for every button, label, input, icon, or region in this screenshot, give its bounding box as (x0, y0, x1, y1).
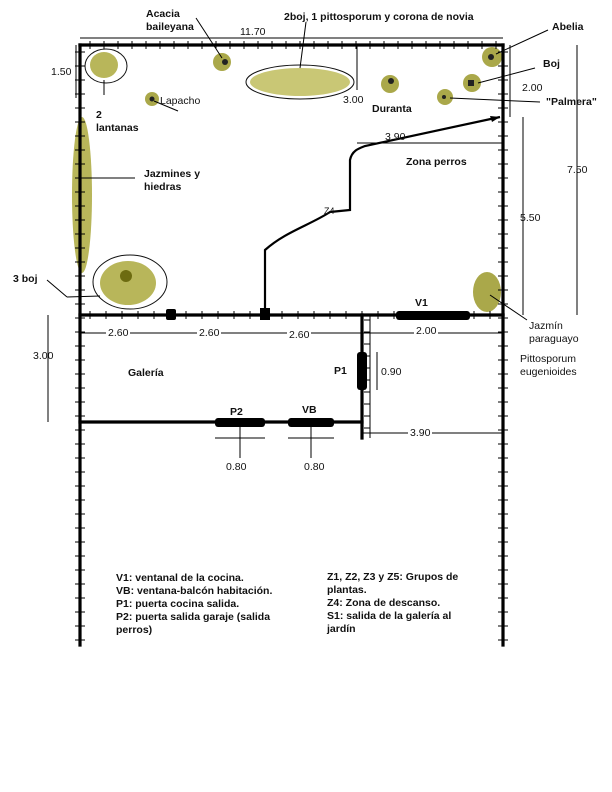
jazmines-label-line1: Jazmines y (144, 168, 201, 180)
p2-label: P2 (230, 406, 243, 418)
legend-line: P1: puerta cocina salida. (116, 598, 240, 610)
duranta-trunk (388, 78, 394, 84)
pittosporum-eug-line1: Pittosporum (520, 353, 577, 365)
legend-line: jardín (327, 623, 356, 635)
boj-label: Boj (543, 58, 560, 70)
lapacho-trunk (149, 96, 155, 102)
duranta-foliage (381, 75, 399, 93)
jazmines-label-line2: hiedras (144, 181, 182, 193)
abelia-label: Abelia (552, 21, 584, 33)
acacia-label-line2: baileyana (146, 21, 194, 33)
v1-window (396, 311, 470, 320)
leader-lapacho (153, 100, 179, 112)
dim-right-550-label: 5.50 (520, 212, 541, 224)
dim-seg3-label: 2.60 (287, 329, 312, 341)
acacia-label: Acacia baileyana (146, 8, 194, 34)
legend-zones: Z1, Z2, Z3 y Z5: Grupos de plantas. Z4: … (327, 571, 458, 636)
boj3-outline (92, 254, 168, 310)
leader-boj3-b (66, 295, 101, 298)
pittosporum-group-label: 2boj, 1 pittosporum y corona de novia (284, 11, 474, 23)
zona-perros-label: Zona perros (406, 156, 467, 168)
palmera-label: "Palmera" (546, 96, 597, 108)
dim-gallery-right-label: 3.90 (408, 427, 433, 439)
vb-label: VB (302, 404, 317, 416)
legend-line: S1: salida de la galería al (327, 610, 452, 622)
dim-seg1-label: 2.60 (106, 327, 131, 339)
dim-p1-label: 0.90 (381, 366, 402, 378)
dog-zone-fence (263, 115, 501, 315)
leader-boj3 (46, 279, 68, 298)
dim-right-750-label: 7.50 (567, 164, 588, 176)
dim-v1-label: 2.00 (414, 325, 439, 337)
jazmines-label: Jazmines y hiedras (144, 168, 200, 194)
legend-line: perros) (116, 624, 153, 636)
jazmin-paraguayo-foliage (473, 272, 501, 312)
gate-post (260, 308, 270, 320)
lantanas-label-line1: 2 (96, 109, 102, 121)
vb-window (288, 418, 334, 427)
v1-label: V1 (415, 297, 428, 309)
legend-line: Z4: Zona de descanso. (327, 597, 441, 609)
legend-line: P2: puerta salida garaje (salida (116, 611, 271, 623)
lantanas-label: 2 lantanas (96, 109, 139, 135)
acacia-label-line1: Acacia (146, 8, 180, 20)
dim-seg2-label: 2.60 (197, 327, 222, 339)
leader-boj (477, 67, 536, 84)
pittosporum-group-foliage (250, 68, 350, 96)
lantanas-label-line2: lantanas (96, 122, 139, 134)
leader-jazmin-paraguayo (489, 294, 528, 321)
jazmin-paraguayo-line1: Jazmín (529, 320, 563, 332)
dim-390-top-label: 3.90 (385, 131, 406, 143)
dim-vb-label: 0.80 (304, 461, 325, 473)
duranta-label: Duranta (372, 103, 412, 115)
acacia-trunk (222, 59, 228, 65)
dim-right-200-label: 2.00 (522, 82, 543, 94)
pittosporum-eug-label: Pittosporum eugenioides (520, 353, 577, 379)
jazmin-paraguayo-line2: paraguayo (529, 333, 579, 345)
leader-pittosporum (299, 21, 307, 69)
boj3-foliage (100, 261, 156, 305)
leader-acacia (195, 17, 223, 59)
jazmines-foliage (72, 117, 92, 273)
p2-door (215, 418, 265, 427)
legend-openings: V1: ventanal de la cocina. VB: ventana-b… (116, 572, 272, 637)
post-left (166, 309, 176, 320)
fence-end-arrow (490, 116, 500, 122)
dim-300-label: 3.00 (343, 94, 364, 106)
p1-label: P1 (334, 365, 347, 377)
legend-line: plantas. (327, 584, 367, 596)
plant-foliage-layer (72, 47, 502, 312)
leader-abelia (495, 29, 549, 55)
boj3-label: 3 boj (13, 273, 38, 285)
legend-line: VB: ventana-balcón habitación. (116, 585, 273, 597)
leader-palmera (449, 97, 541, 103)
palmera-trunk (442, 95, 446, 99)
dim-left-150-label: 1.50 (51, 66, 72, 78)
lantanas-foliage (90, 52, 118, 78)
lapacho-label: Lapacho (160, 95, 201, 107)
pittosporum-eug-line2: eugenioides (520, 366, 577, 378)
boj3-trunk (120, 270, 132, 282)
galeria-label: Galería (128, 367, 164, 379)
p1-door (357, 352, 367, 390)
jazmin-paraguayo-label: Jazmín paraguayo (529, 320, 579, 346)
dim-p2-label: 0.80 (226, 461, 247, 473)
legend-line: Z1, Z2, Z3 y Z5: Grupos de (327, 571, 459, 583)
dim-left-gallery-label: 3.00 (33, 350, 54, 362)
dim-top-width-label: 11.70 (240, 26, 266, 38)
legend-line: V1: ventanal de la cocina. (116, 572, 244, 584)
abelia-trunk (488, 54, 494, 60)
z4-label: Z4 (324, 206, 335, 216)
boj-trunk (468, 80, 474, 86)
